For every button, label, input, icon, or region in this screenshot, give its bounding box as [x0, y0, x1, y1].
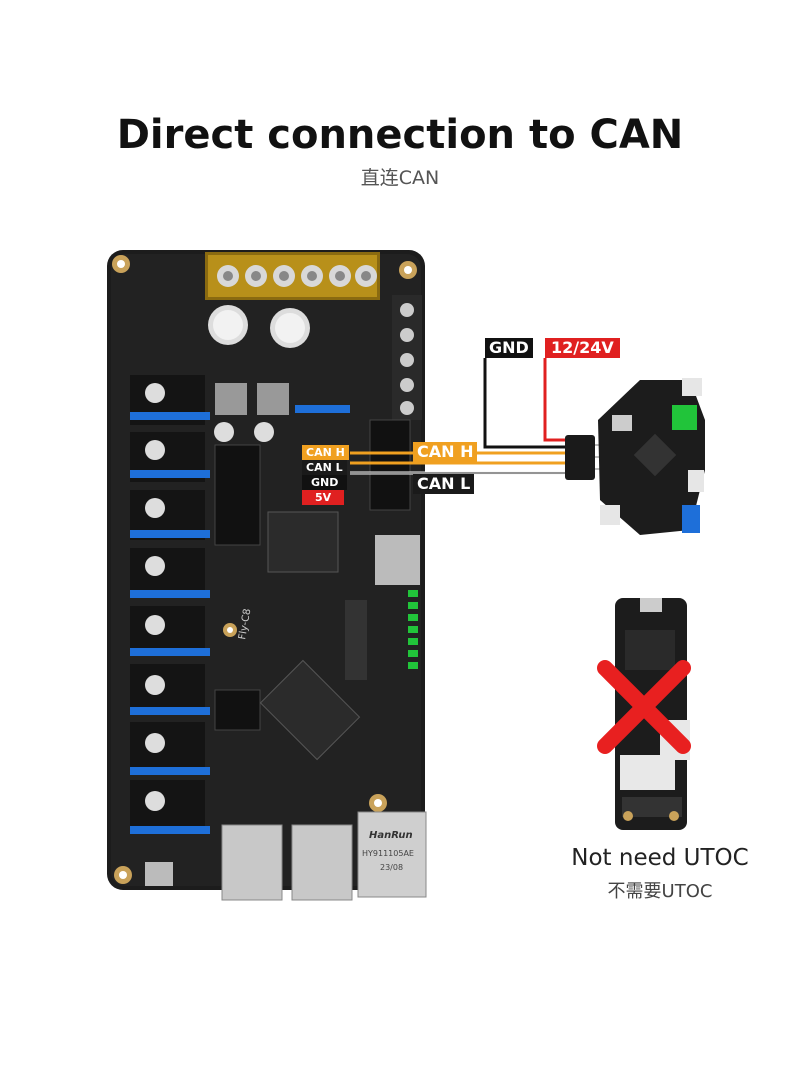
- chips: [259, 511, 367, 761]
- ethernet-jack: [357, 811, 427, 898]
- jack-date-label: 23/08: [380, 863, 403, 872]
- toolhead-board: [598, 378, 705, 535]
- utoc-caption: Not need UTOC: [571, 845, 749, 871]
- red-x-icon: [597, 660, 691, 754]
- pin-5v-tag: 5V: [302, 490, 345, 505]
- status-leds: [408, 590, 418, 669]
- jack-brand-label: HanRun: [369, 830, 413, 841]
- usb-c-port: [145, 862, 173, 886]
- pin-can-h-tag: CAN H: [302, 445, 349, 460]
- wire-can-h-label: CAN H: [413, 442, 478, 462]
- driver-slots: [130, 375, 350, 834]
- jack-part-label: HY911105AE: [362, 849, 414, 858]
- wire-can-l-label: CAN L: [413, 474, 475, 494]
- pin-gnd-tag: GND: [302, 475, 348, 490]
- main-board: [107, 250, 427, 901]
- utoc-caption-cn: 不需要UTOC: [607, 881, 713, 902]
- connectors: [214, 419, 411, 731]
- pin-can-l-tag: CAN L: [302, 460, 347, 475]
- side-terminal: [392, 295, 422, 420]
- sd-card-slot: [375, 535, 420, 585]
- page-subtitle: 直连CAN: [360, 167, 440, 189]
- wire-power-label: 12/24V: [545, 338, 620, 358]
- board-model-label: Fly-C8: [237, 608, 253, 641]
- page-title: Direct connection to CAN: [116, 112, 684, 158]
- power-terminal: [205, 252, 380, 300]
- usb-ports: [221, 824, 353, 901]
- wire-gnd-label: GND: [485, 338, 533, 358]
- capacitors: [208, 305, 310, 442]
